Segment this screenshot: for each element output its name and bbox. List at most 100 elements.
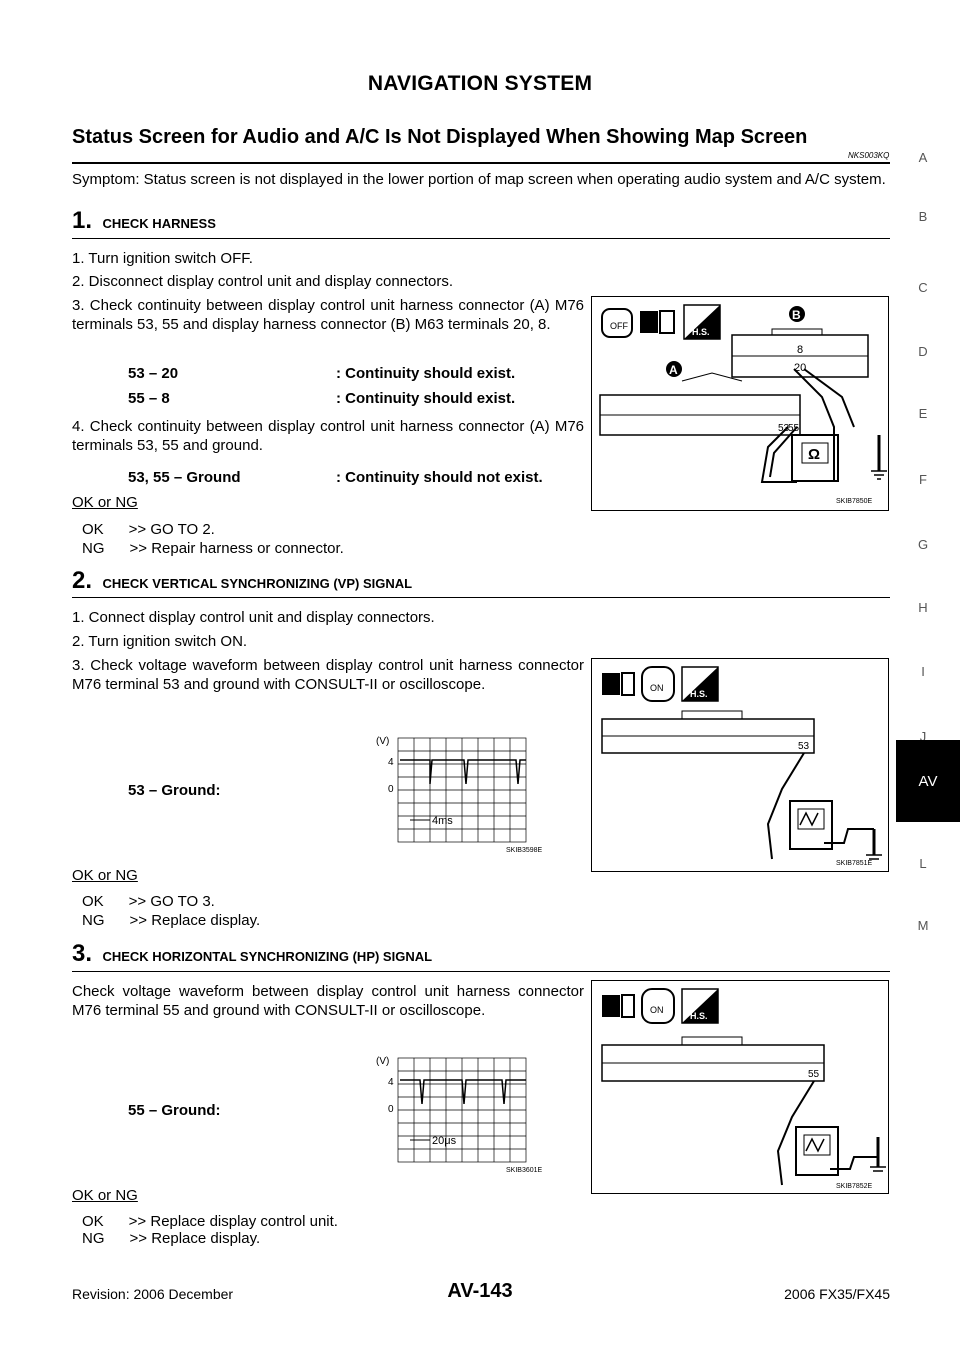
wave-trace — [400, 759, 526, 785]
index-d[interactable]: D — [918, 344, 928, 359]
index-l[interactable]: L — [919, 856, 927, 871]
index-f[interactable]: F — [919, 472, 927, 487]
step1-title: CHECK HARNESS — [102, 216, 216, 231]
figure-id: SKIB7850E — [836, 498, 873, 505]
step2-heading: 2. CHECK VERTICAL SYNCHRONIZING (VP) SIG… — [72, 567, 412, 595]
ohmmeter: Ω — [791, 434, 839, 482]
step3-measure: 55 – Ground: — [128, 1102, 221, 1119]
svg-text:OFF: OFF — [610, 321, 628, 331]
index-j[interactable]: J — [919, 729, 927, 744]
wave-trace — [400, 1079, 526, 1105]
hs-icon: H.S. — [683, 304, 721, 340]
step2-ok: OK >> GO TO 3. — [82, 893, 215, 910]
label-a-icon — [666, 361, 682, 377]
test-leads — [760, 368, 855, 483]
connector-off-icon: OFF — [601, 308, 633, 338]
step3-okng: OK or NG — [72, 1187, 138, 1204]
ignition-on-icon: ON — [641, 666, 675, 702]
step2-item-1: 1. Connect display control unit and disp… — [72, 609, 435, 626]
terminal-55: 55 — [788, 423, 800, 434]
step1-number: 1. — [72, 207, 93, 234]
svg-text:ON: ON — [650, 683, 664, 693]
connector-m76 — [601, 1036, 825, 1082]
index-c[interactable]: C — [918, 280, 928, 295]
step3-heading: 3. CHECK HORIZONTAL SYNCHRONIZING (HP) S… — [72, 940, 432, 968]
waveform-hp: (V) 4 0 20μs SKIB3601E — [370, 1052, 550, 1176]
terminal-8: 8 — [797, 344, 803, 356]
hs-icon: H.S. — [681, 988, 719, 1024]
label-b-icon — [789, 306, 805, 322]
ground-lead — [824, 828, 874, 844]
section-code: NKS003KQ — [848, 151, 890, 160]
disconnect-icon — [640, 310, 675, 334]
wave-grid — [397, 737, 527, 843]
wave-time: 4ms — [432, 815, 453, 827]
step3-ok: OK >> Replace display control unit. — [82, 1213, 338, 1230]
oscilloscope-icon — [789, 800, 833, 850]
step1-item-3: 3. Check continuity between display cont… — [72, 297, 584, 333]
step1-item-2: 2. Disconnect display control unit and d… — [72, 273, 454, 290]
step1-ng: NG >> Repair harness or connector. — [82, 540, 344, 557]
check-terminals-3: 53, 55 – Ground — [128, 469, 241, 486]
ground-lead — [830, 1156, 878, 1170]
step1-rule — [72, 238, 890, 239]
footer-model: 2006 FX35/FX45 — [784, 1286, 890, 1302]
wave-y0: 0 — [388, 784, 394, 795]
terminal-55: 55 — [808, 1069, 820, 1080]
oscilloscope-icon — [795, 1126, 839, 1176]
check-result-1: : Continuity should exist. — [336, 365, 516, 382]
connector-m76 — [601, 710, 815, 754]
step2-rule — [72, 597, 890, 598]
check-terminals-1: 53 – 20 — [128, 365, 179, 382]
figure-vp-connection: ON H.S. 53 SKIB7851E — [591, 658, 889, 872]
step3-rule — [72, 971, 890, 972]
index-m[interactable]: M — [917, 918, 929, 933]
figure-hp-connection: ON H.S. 55 SKIB7852E — [591, 980, 889, 1194]
index-a[interactable]: A — [918, 150, 928, 165]
step1-okng: OK or NG — [72, 494, 138, 511]
figure-id: SKIB7852E — [836, 1183, 873, 1190]
figure-id: SKIB7851E — [836, 860, 873, 867]
footer-revision: Revision: 2006 December — [72, 1286, 234, 1302]
step1-ok: OK >> GO TO 2. — [82, 521, 215, 538]
wave-grid — [397, 1057, 527, 1163]
index-av-tab[interactable]: AV — [896, 740, 960, 822]
step2-title: CHECK VERTICAL SYNCHRONIZING (VP) SIGNAL — [102, 576, 413, 591]
ground-icon — [870, 1137, 886, 1172]
ignition-on-icon: ON — [641, 988, 675, 1024]
index-i[interactable]: I — [921, 664, 925, 679]
page-header-title: NAVIGATION SYSTEM — [367, 72, 593, 95]
check-result-2: : Continuity should exist. — [336, 390, 516, 407]
check-result-3: : Continuity should not exist. — [336, 469, 543, 486]
title-rule — [72, 162, 890, 164]
wave-time: 20μs — [432, 1135, 457, 1147]
label-b: B — [792, 308, 801, 322]
waveform-vp: (V) 4 0 4ms SKIB3598E — [370, 732, 550, 854]
step1-heading: 1. CHECK HARNESS — [72, 207, 216, 235]
step3-number: 3. — [72, 940, 93, 967]
step2-measure: 53 – Ground: — [128, 782, 221, 799]
wave-y0: 0 — [388, 1104, 394, 1115]
step3-ng: NG >> Replace display. — [82, 1230, 261, 1247]
svg-text:H.S.: H.S. — [692, 327, 710, 337]
hs-icon: H.S. — [681, 666, 719, 702]
step2-ng: NG >> Replace display. — [82, 912, 261, 929]
wave-unit: (V) — [376, 736, 389, 747]
index-g[interactable]: G — [917, 537, 929, 552]
connector-b — [731, 328, 869, 378]
index-e[interactable]: E — [918, 406, 928, 421]
index-h[interactable]: H — [918, 600, 928, 615]
step3-title: CHECK HORIZONTAL SYNCHRONIZING (HP) SIGN… — [102, 949, 433, 964]
wave-figure-id: SKIB3601E — [506, 1167, 543, 1174]
symptom-text: Symptom: Status screen is not displayed … — [72, 171, 886, 188]
ground-icon — [866, 829, 882, 860]
svg-text:H.S.: H.S. — [690, 1011, 708, 1021]
connector-icon — [602, 672, 635, 696]
wave-y4: 4 — [388, 1077, 394, 1088]
index-b[interactable]: B — [918, 209, 928, 224]
step3-text: Check voltage waveform between display c… — [72, 983, 584, 1019]
ground-icon — [871, 435, 887, 480]
label-a: A — [669, 363, 678, 377]
wave-y4: 4 — [388, 757, 394, 768]
figure-harness-continuity: OFF H.S. B 8 20 A 53 55 — [591, 296, 889, 511]
